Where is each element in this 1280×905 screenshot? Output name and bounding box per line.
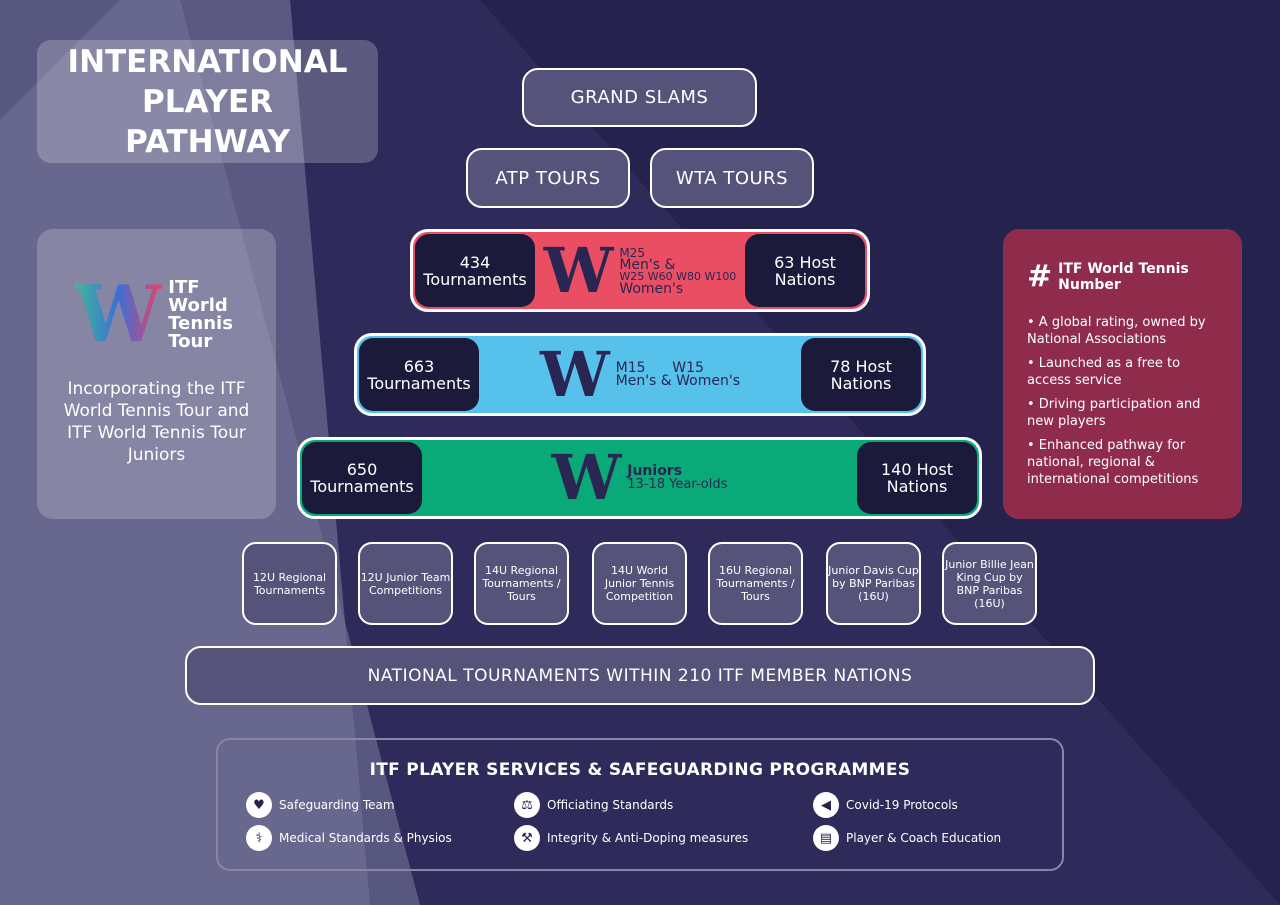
service-label: Officiating Standards (547, 798, 674, 812)
page-title: INTERNATIONAL PLAYER PATHWAY (37, 40, 378, 163)
services-panel: ITF PLAYER SERVICES & SAFEGUARDING PROGR… (216, 738, 1064, 871)
junior-box: 12U Regional Tournaments (242, 542, 337, 625)
panel-description: Incorporating the ITF World Tennis Tour … (63, 379, 250, 465)
junior-box: 14U Regional Tournaments / Tours (474, 542, 569, 625)
grand-slams: GRAND SLAMS (522, 68, 757, 127)
world-tennis-number-panel: #ITF World Tennis Number • A global rati… (1003, 229, 1242, 519)
bullet: • Launched as a free to access service (1027, 356, 1181, 388)
junior-box: 16U Regional Tournaments / Tours (708, 542, 803, 625)
host-nations: 78 Host Nations (801, 338, 921, 411)
junior-box: 14U World Junior Tennis Competition (592, 542, 687, 625)
band-label: M15 W15 (615, 359, 704, 376)
service-label: Medical Standards & Physios (279, 831, 452, 845)
band-label: M25 (619, 245, 645, 260)
service-label: Covid-19 Protocols (846, 798, 958, 812)
junior-box: 12U Junior Team Competitions (358, 542, 453, 625)
band-label: W25 W60 W80 W100 (619, 269, 737, 283)
junior-box: Junior Billie Jean King Cup by BNP Parib… (942, 542, 1037, 625)
service-label: Safeguarding Team (279, 798, 395, 812)
book-icon: ▤ (813, 825, 839, 851)
band-label: 13-18 Year-olds (627, 477, 728, 492)
service-label: Integrity & Anti-Doping measures (547, 831, 749, 845)
wtt-logo: W ITF World Tennis Tour (74, 269, 233, 360)
bullet: • Driving participation and new players (1027, 397, 1201, 429)
junior-box: Junior Davis Cup by BNP Paribas (16U) (826, 542, 921, 625)
w-logo-icon: W (543, 233, 614, 307)
bullet: • Enhanced pathway for national, regiona… (1027, 438, 1199, 487)
tournaments-count: 650 Tournaments (302, 442, 422, 514)
world-tennis-tour-panel: W ITF World Tennis Tour Incorporating th… (37, 229, 276, 519)
services-title: ITF PLAYER SERVICES & SAFEGUARDING PROGR… (369, 760, 911, 780)
megaphone-icon: ◀ (813, 792, 839, 818)
band-label: Juniors (627, 463, 683, 479)
stethoscope-icon: ⚕ (246, 825, 272, 851)
wta-tours: WTA TOURS (650, 148, 814, 208)
band-label: Men's & (619, 256, 676, 273)
hashtag-icon: # (1027, 259, 1053, 294)
gavel-icon: ⚒ (514, 825, 540, 851)
band-label: Men's & Women's (615, 372, 741, 389)
wtn-logo: #ITF World Tennis Number (1027, 259, 1189, 294)
w-logo-icon: W (551, 441, 622, 514)
host-nations: 63 Host Nations (745, 234, 865, 307)
tournaments-count: 663 Tournaments (359, 338, 479, 411)
w-logo-icon: W (74, 269, 163, 360)
bullet: • A global rating, owned by National Ass… (1027, 315, 1206, 347)
tournaments-count: 434 Tournaments (415, 234, 535, 307)
officiating-icon: ⚖ (514, 792, 540, 818)
host-nations: 140 Host Nations (856, 442, 977, 514)
w-logo-icon: W (539, 337, 610, 411)
safeguarding-icon: ♥ (246, 792, 272, 818)
national-tournaments: NATIONAL TOURNAMENTS WITHIN 210 ITF MEMB… (185, 646, 1095, 705)
atp-tours: ATP TOURS (466, 148, 630, 208)
band-label: Women's (619, 280, 684, 297)
service-label: Player & Coach Education (846, 831, 1002, 845)
